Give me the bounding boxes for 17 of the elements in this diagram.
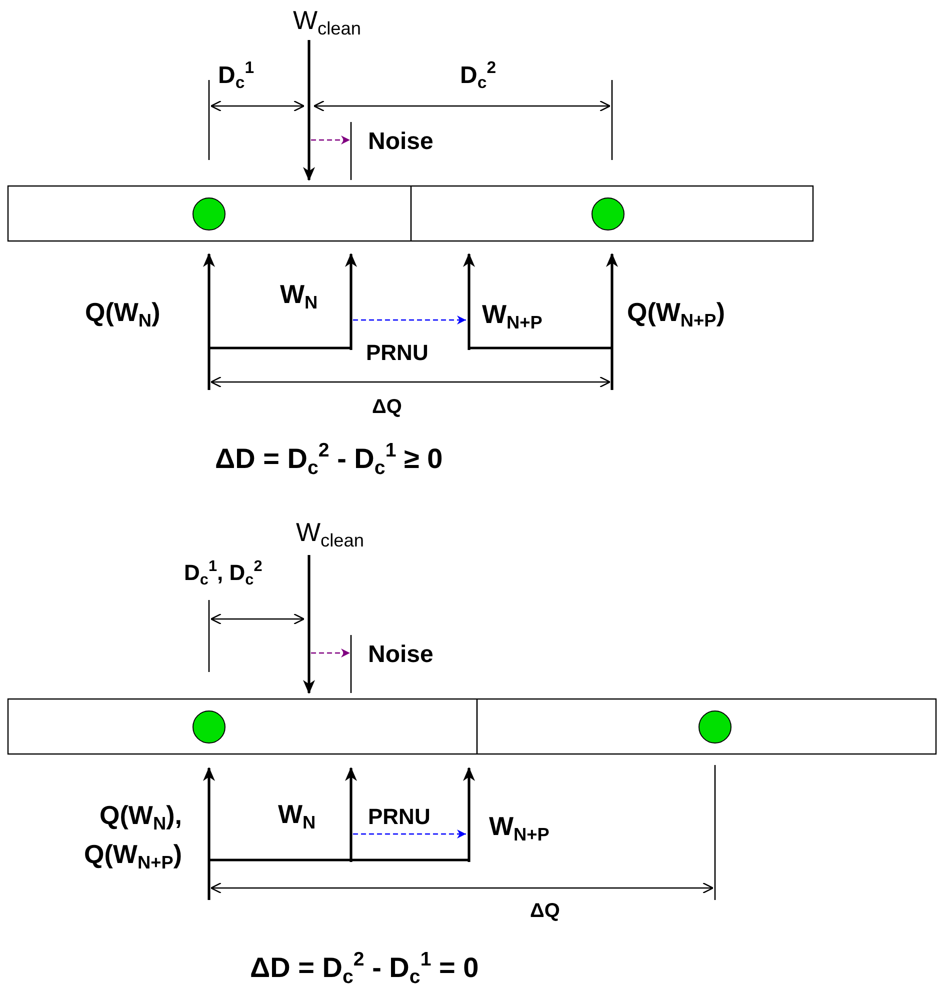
symbol-label: W$_{N}$ — [278, 800, 316, 830]
dimension-label: ΔQ — [372, 396, 402, 419]
noise-label: Noise — [368, 641, 434, 669]
symbol-label: W$_{clean}$ — [293, 6, 362, 36]
symbol-label: Q(W$_{N}$), Q(W$_{N+P}$) — [83, 799, 182, 874]
symbol-label: W$_{N}$ — [280, 280, 318, 310]
dimension-label: ΔQ — [530, 900, 560, 923]
signal-label: PRNU — [368, 804, 430, 830]
equation-text: ΔD = D$_{c}$$^{2}$ - D$_{c}$$^{1}$ = 0 — [250, 952, 479, 984]
signal-label: PRNU — [366, 340, 428, 366]
symbol-label: W$_{N+P}$ — [482, 300, 542, 330]
symbol-label: W$_{N+P}$ — [489, 812, 550, 842]
noise-label: Noise — [368, 128, 434, 156]
equation-text: ΔD = D$_{c}$$^{2}$ - D$_{c}$$^{1}$ ≥ 0 — [215, 443, 443, 476]
symbol-label: Q(W$_{N}$) — [85, 298, 160, 328]
symbol-label: Q(W$_{N+P}$) — [627, 298, 725, 328]
symbol-label: W$_{clean}$ — [296, 518, 364, 548]
